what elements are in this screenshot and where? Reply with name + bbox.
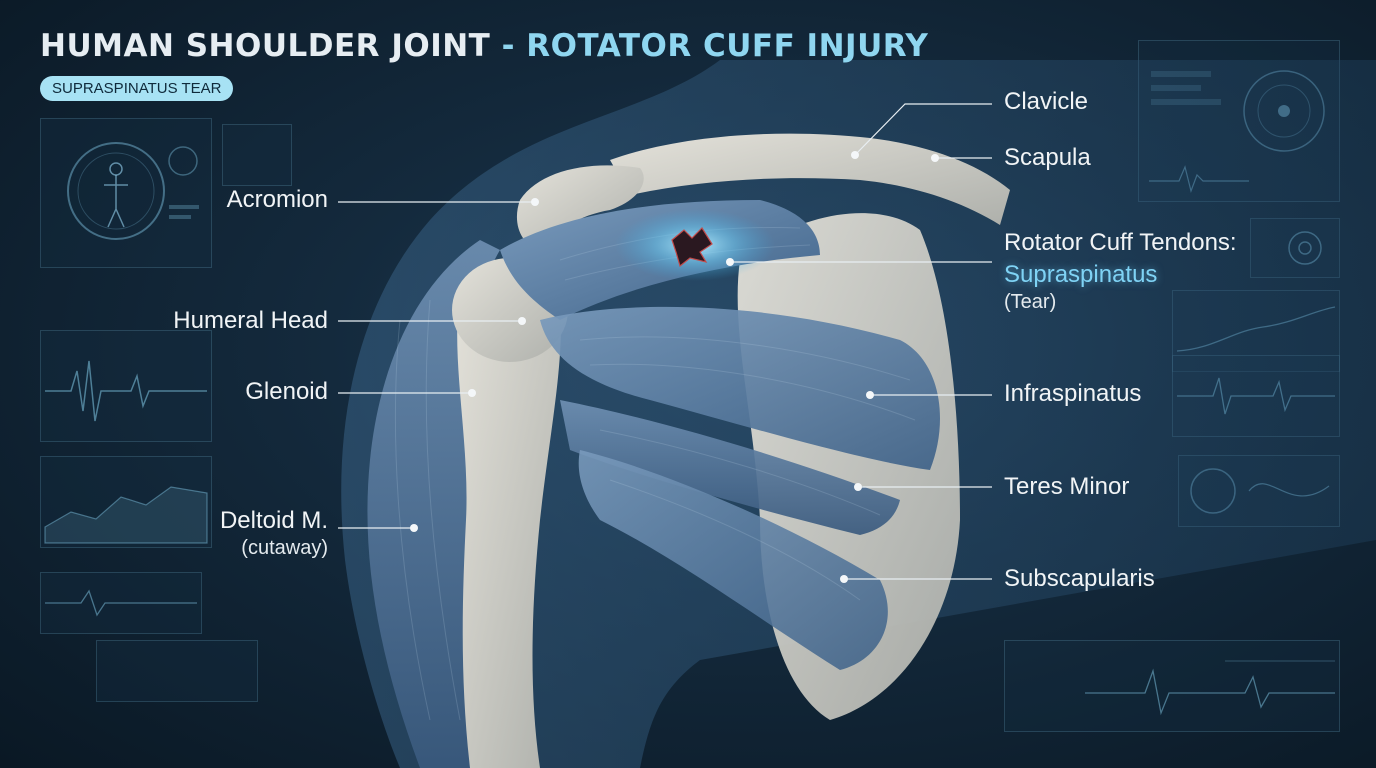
hud-panel-body-scan	[40, 118, 212, 268]
signal-icon	[1085, 660, 1335, 716]
dot-teres-minor	[854, 483, 862, 491]
title-separator: -	[490, 28, 527, 64]
page-title: HUMAN SHOULDER JOINT - ROTATOR CUFF INJU…	[40, 28, 928, 64]
label-cutaway: (cutaway)	[241, 537, 328, 559]
hud-panel-mini	[222, 124, 292, 186]
pulse-icon	[45, 589, 197, 617]
dot-subscapularis	[840, 575, 848, 583]
dot-acromion	[531, 198, 539, 206]
leader-clavicle	[854, 103, 992, 156]
hud-panel-bottom-right	[1004, 640, 1340, 732]
infraspinatus-muscle	[540, 306, 940, 470]
label-supraspinatus: Supraspinatus	[1004, 261, 1158, 288]
title-accent: ROTATOR CUFF INJURY	[526, 28, 929, 64]
body-scan-icon	[67, 142, 199, 240]
hud-panel-area-left	[40, 456, 212, 548]
waveform-icon	[45, 360, 207, 422]
dot-supraspinatus	[726, 258, 734, 266]
label-scapula: Scapula	[1004, 144, 1091, 171]
diagnosis-badge: SUPRASPINATUS TEAR	[40, 76, 234, 101]
hud-panel-left-footer	[96, 640, 258, 702]
dot-deltoid	[410, 524, 418, 532]
label-tear: (Tear)	[1004, 291, 1057, 313]
label-humeral-head: Humeral Head	[173, 307, 328, 334]
dot-infraspinatus	[866, 391, 874, 399]
teres-minor-muscle	[560, 400, 900, 535]
dot-clavicle	[851, 151, 859, 159]
tear-rupture	[671, 227, 713, 268]
dot-scapula	[931, 154, 939, 162]
label-deltoid: Deltoid M.	[219, 507, 328, 534]
label-clavicle: Clavicle	[1004, 88, 1089, 115]
label-rotator-cuff: Rotator Cuff Tendons:	[1004, 229, 1237, 256]
dot-humeral-head	[518, 317, 526, 325]
humerus-bone	[457, 266, 561, 768]
label-subscapularis: Subscapularis	[1004, 565, 1155, 592]
hud-panel-left-bottom	[40, 572, 202, 634]
title-main: HUMAN SHOULDER JOINT	[40, 28, 491, 64]
dot-glenoid	[468, 389, 476, 397]
label-teres-minor: Teres Minor	[1004, 473, 1130, 500]
hud-panel-waveform-left	[40, 330, 212, 442]
clavicle-bone	[610, 133, 1010, 225]
label-infraspinatus: Infraspinatus	[1004, 380, 1142, 407]
subscapularis-muscle	[578, 450, 888, 670]
leader-dots	[410, 151, 939, 583]
area-graph-icon	[44, 486, 208, 544]
label-glenoid: Glenoid	[245, 378, 328, 405]
label-acromion: Acromion	[226, 186, 328, 213]
leader-lines	[338, 103, 992, 580]
